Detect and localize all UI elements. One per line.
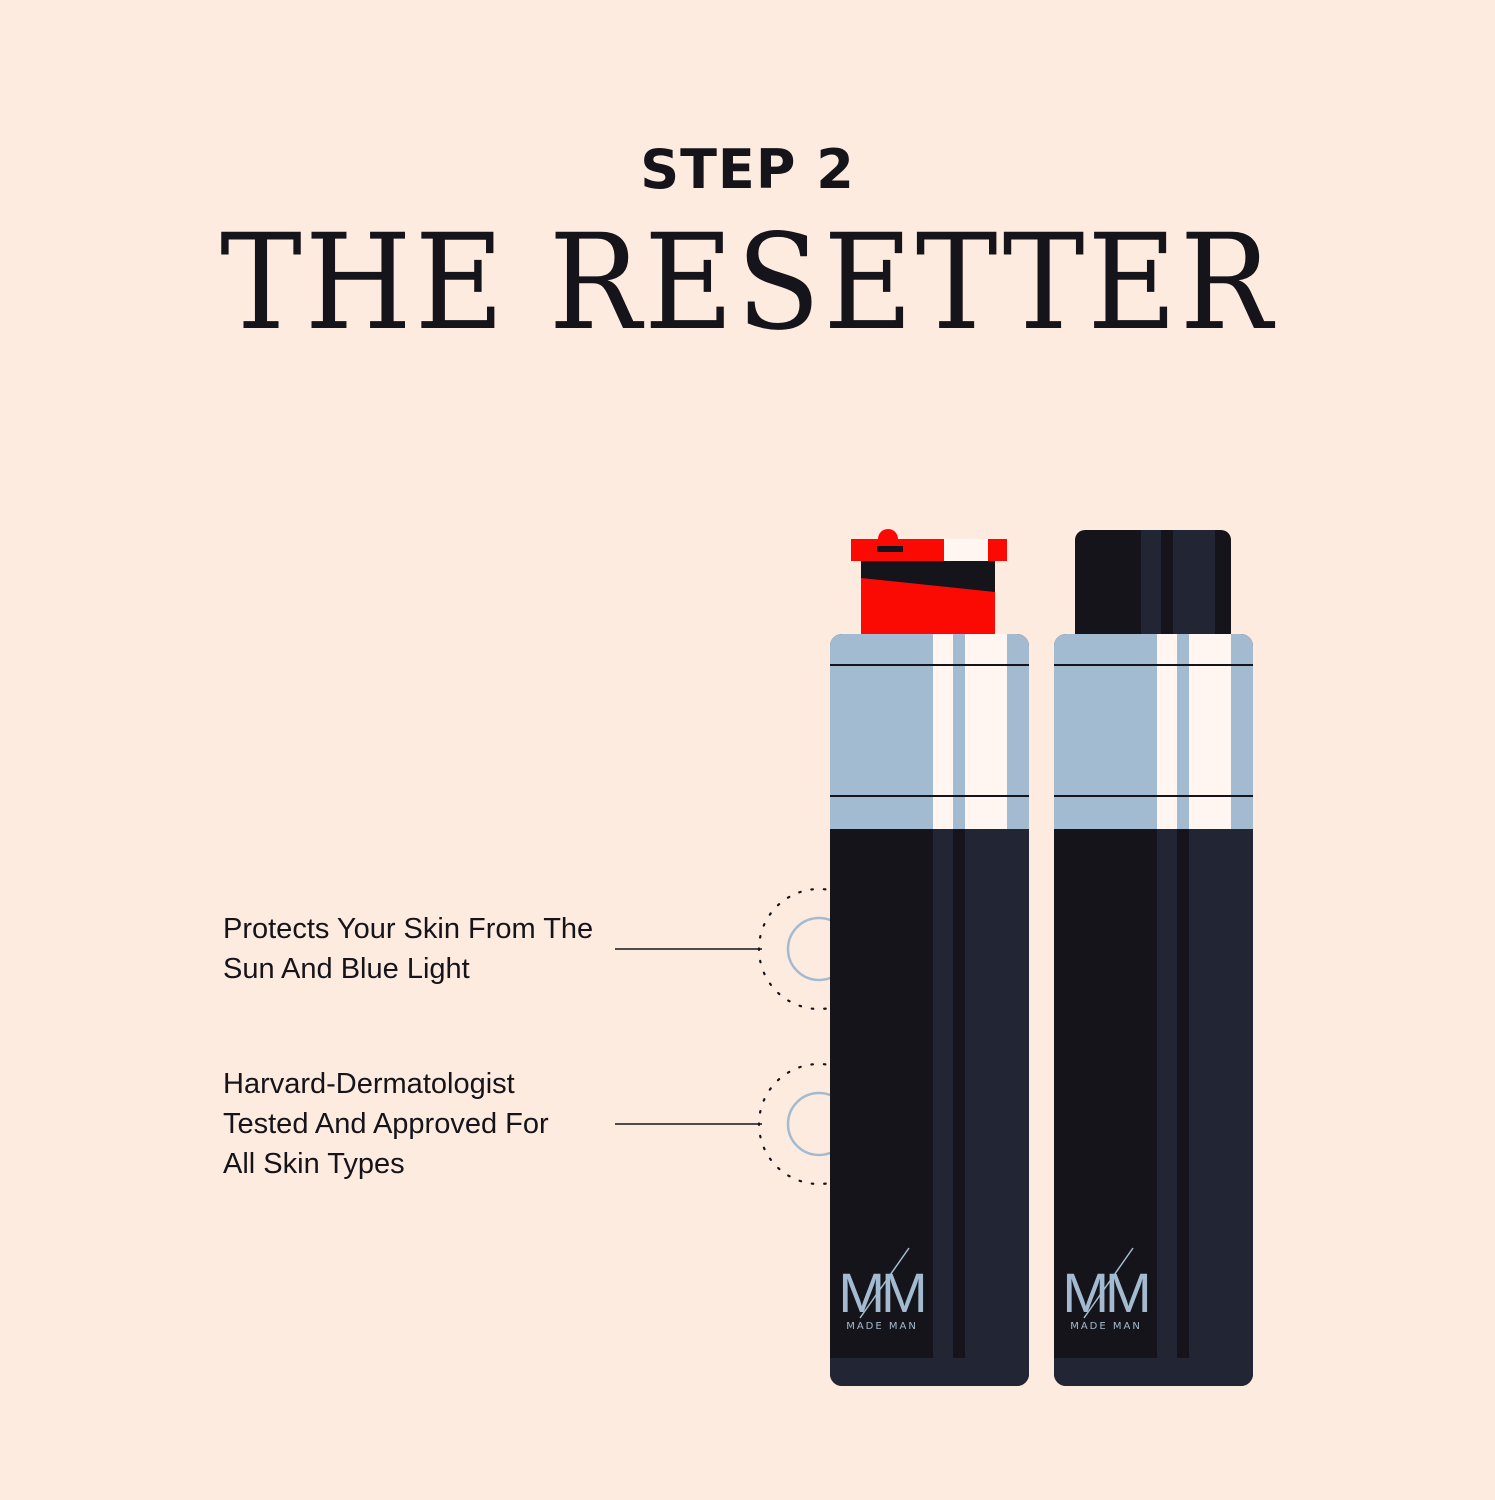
logo-monogram: MM [1062,1261,1148,1324]
callout-dermatologist-tested: Harvard-Dermatologist Tested And Approve… [223,1064,549,1184]
red-pump-cap [851,529,1007,636]
bottle-right: MM MADE MAN [1054,530,1253,1386]
page-title: THE RESETTER [220,206,1275,360]
step-label: STEP 2 [640,138,855,201]
black-cap [1075,530,1231,634]
callout-line: Protects Your Skin From The [223,913,594,945]
callout-line: Harvard-Dermatologist [223,1068,515,1100]
made-man-logo: MM MADE MAN [1062,1247,1152,1332]
callout-line: Sun And Blue Light [223,953,470,985]
callout-line: All Skin Types [223,1148,405,1180]
callout-line: Tested And Approved For [223,1108,549,1140]
bottle-left: MM MADE MAN [830,529,1029,1386]
made-man-logo: MM MADE MAN [838,1247,928,1332]
logo-monogram: MM [838,1261,924,1324]
callout-sun-protection: Protects Your Skin From The Sun And Blue… [223,909,593,989]
logo-wordmark: MADE MAN [846,1321,918,1332]
logo-wordmark: MADE MAN [1070,1321,1142,1332]
